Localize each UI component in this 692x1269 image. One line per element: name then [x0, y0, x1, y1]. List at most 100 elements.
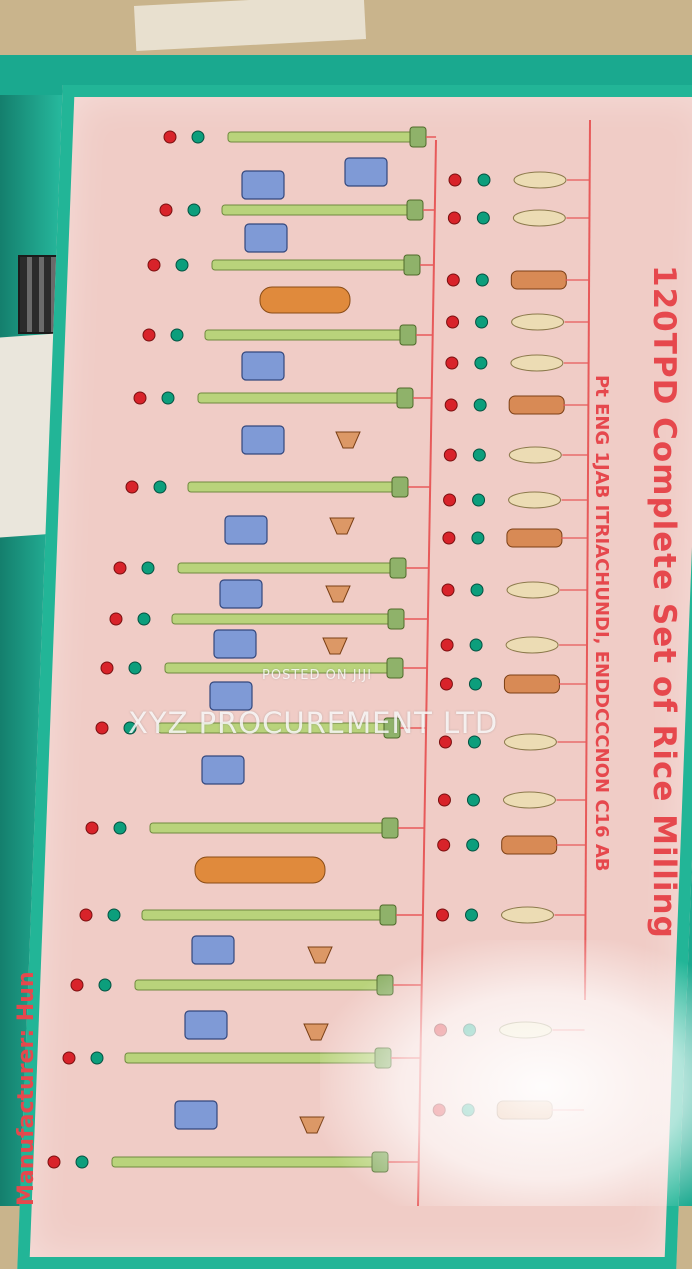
red-indicator-lamp [70, 978, 84, 992]
red-indicator-lamp [163, 130, 177, 144]
motor [213, 629, 257, 659]
red-indicator-lamp [62, 1051, 76, 1065]
red-indicator-lamp [133, 391, 147, 405]
conveyor [204, 329, 409, 341]
green-indicator-lamp [468, 677, 482, 691]
green-indicator-lamp [475, 273, 489, 287]
conveyor-head [391, 476, 409, 498]
hopper [335, 431, 361, 449]
green-indicator-lamp [472, 493, 486, 507]
red-indicator-lamp [437, 793, 451, 807]
hopper [325, 585, 351, 603]
hopper [299, 1116, 325, 1134]
green-indicator-lamp [465, 908, 479, 922]
motor [209, 681, 253, 711]
green-indicator-lamp [466, 793, 480, 807]
conveyor [227, 131, 419, 143]
green-indicator-lamp [472, 448, 486, 462]
conveyor-head [396, 387, 414, 409]
conveyor-head [381, 817, 399, 839]
red-indicator-lamp [446, 315, 460, 329]
watermark-company: XYZ PROCUREMENT LTD [128, 706, 499, 740]
red-indicator-lamp [439, 677, 453, 691]
motor [241, 425, 285, 455]
conveyor [197, 392, 406, 404]
separator [503, 674, 560, 694]
motor [241, 170, 285, 200]
separator [506, 528, 563, 548]
bus-line [584, 119, 591, 1001]
red-indicator-lamp [100, 661, 114, 675]
panel-subtitle: Pt ENG 1JAB ITRIACHUNDI, ENDDCCCNON C16 … [591, 375, 612, 872]
green-indicator-lamp [170, 328, 184, 342]
red-indicator-lamp [440, 638, 454, 652]
motor [184, 1010, 228, 1040]
green-indicator-lamp [476, 211, 490, 225]
red-indicator-lamp [47, 1155, 61, 1169]
conveyor [187, 481, 401, 493]
motor [241, 351, 285, 381]
green-indicator-lamp [153, 480, 167, 494]
green-indicator-lamp [469, 638, 483, 652]
cyclone [511, 313, 565, 331]
cyclone [512, 209, 566, 227]
red-indicator-lamp [447, 211, 461, 225]
light-glare [320, 940, 692, 1206]
motor [244, 223, 288, 253]
red-indicator-lamp [436, 908, 450, 922]
red-indicator-lamp [95, 721, 109, 735]
manufacturer-label: Manufacturer: Hun [14, 971, 39, 1206]
green-indicator-lamp [75, 1155, 89, 1169]
conveyor-head [399, 324, 417, 346]
panel-title: 120TPD Complete Set of Rice Milling [646, 265, 682, 939]
green-indicator-lamp [141, 561, 155, 575]
red-indicator-lamp [142, 328, 156, 342]
red-indicator-lamp [113, 561, 127, 575]
red-indicator-lamp [125, 480, 139, 494]
separator [508, 395, 565, 415]
motor [201, 755, 245, 785]
conveyor-head [386, 657, 404, 679]
red-indicator-lamp [446, 273, 460, 287]
red-indicator-lamp [147, 258, 161, 272]
conveyor [211, 259, 413, 271]
green-indicator-lamp [175, 258, 189, 272]
green-indicator-lamp [107, 908, 121, 922]
motor [191, 935, 235, 965]
watermark-posted: POSTED ON JIJI [262, 668, 373, 683]
red-indicator-lamp [445, 356, 459, 370]
green-indicator-lamp [161, 391, 175, 405]
conveyor [149, 822, 391, 834]
green-indicator-lamp [137, 612, 151, 626]
red-indicator-lamp [444, 398, 458, 412]
green-indicator-lamp [470, 583, 484, 597]
green-indicator-lamp [113, 821, 127, 835]
cyclone [506, 581, 560, 599]
green-indicator-lamp [474, 356, 488, 370]
red-indicator-lamp [441, 583, 455, 597]
green-indicator-lamp [123, 721, 137, 735]
cyclone [505, 636, 559, 654]
red-indicator-lamp [438, 735, 452, 749]
cyclone [508, 446, 562, 464]
conveyor [177, 562, 399, 574]
green-indicator-lamp [467, 735, 481, 749]
motor [344, 157, 388, 187]
red-indicator-lamp [443, 448, 457, 462]
cyclone [508, 491, 562, 509]
red-indicator-lamp [79, 908, 93, 922]
storage-tank [194, 856, 326, 884]
green-indicator-lamp [475, 315, 489, 329]
separator [510, 270, 567, 290]
conveyor-head [387, 608, 405, 630]
cyclone [503, 733, 557, 751]
red-indicator-lamp [443, 493, 457, 507]
conveyor-head [379, 904, 397, 926]
green-indicator-lamp [128, 661, 142, 675]
red-indicator-lamp [448, 173, 462, 187]
red-indicator-lamp [159, 203, 173, 217]
green-indicator-lamp [187, 203, 201, 217]
conveyor [141, 909, 389, 921]
red-indicator-lamp [109, 612, 123, 626]
